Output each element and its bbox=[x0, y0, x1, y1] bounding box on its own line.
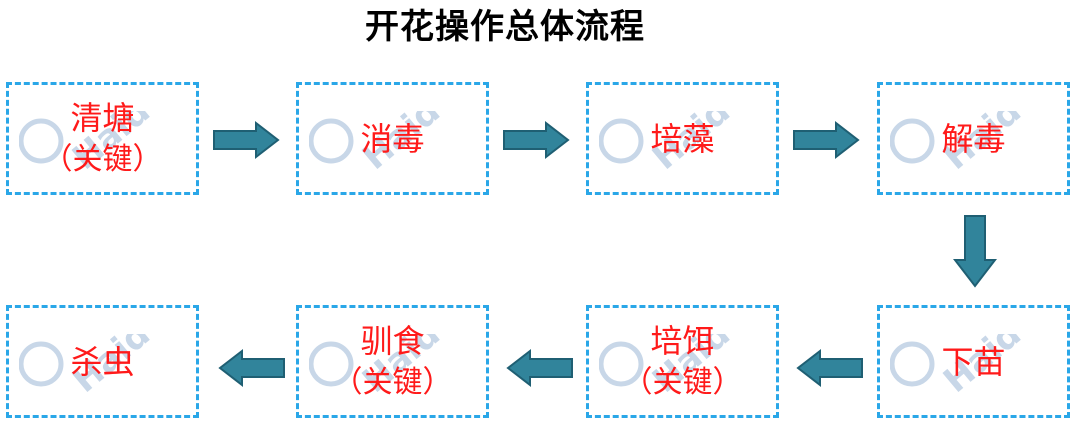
arrow-down-icon bbox=[953, 215, 997, 288]
arrow-right-icon bbox=[213, 120, 280, 160]
step-note: （关键） bbox=[42, 141, 163, 177]
step-label: 培饵 bbox=[650, 321, 715, 360]
diagram-title: 开花操作总体流程 bbox=[365, 7, 645, 47]
step-note: （关键） bbox=[622, 364, 743, 400]
step-label-group: 杀虫 bbox=[9, 308, 196, 415]
step-box-peizao: Haid 培藻 bbox=[586, 82, 779, 195]
arrow-left-icon bbox=[506, 348, 573, 388]
step-box-shachong: Haid 杀虫 bbox=[6, 305, 199, 418]
step-box-peier: Haid 培饵 （关键） bbox=[586, 305, 779, 418]
step-label: 清塘 bbox=[70, 98, 135, 137]
step-box-xiamiao: Haid 下苗 bbox=[877, 305, 1070, 418]
step-label: 培藻 bbox=[650, 119, 715, 158]
step-label-group: 清塘 （关键） bbox=[9, 85, 196, 192]
step-note: （关键） bbox=[332, 364, 453, 400]
step-label-group: 下苗 bbox=[880, 308, 1067, 415]
step-label: 下苗 bbox=[941, 342, 1006, 381]
step-box-xiaodu: Haid 消毒 bbox=[296, 82, 489, 195]
step-label-group: 培藻 bbox=[589, 85, 776, 192]
step-label: 解毒 bbox=[941, 119, 1006, 158]
step-label: 消毒 bbox=[360, 119, 425, 158]
step-box-jiedu: Haid 解毒 bbox=[877, 82, 1070, 195]
arrow-right-icon bbox=[503, 120, 570, 160]
step-box-xunshi: Haid 驯食 （关键） bbox=[296, 305, 489, 418]
arrow-left-icon bbox=[218, 348, 285, 388]
step-box-qingtang: Haid 清塘 （关键） bbox=[6, 82, 199, 195]
step-label-group: 解毒 bbox=[880, 85, 1067, 192]
arrow-right-icon bbox=[793, 120, 860, 160]
step-label: 杀虫 bbox=[70, 342, 135, 381]
step-label-group: 消毒 bbox=[299, 85, 486, 192]
arrow-left-icon bbox=[796, 348, 863, 388]
step-label-group: 培饵 （关键） bbox=[589, 308, 776, 415]
step-label: 驯食 bbox=[360, 321, 425, 360]
step-label-group: 驯食 （关键） bbox=[299, 308, 486, 415]
